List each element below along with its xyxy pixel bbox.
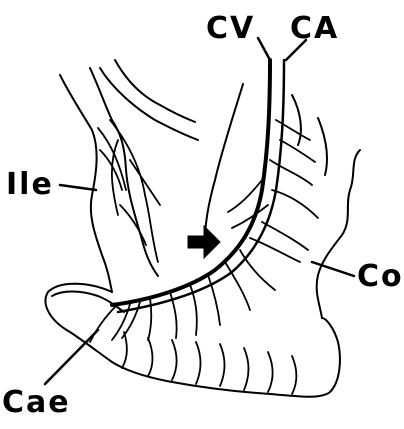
ileum-outline-outer	[60, 75, 112, 292]
ileum-loop-top-2	[115, 60, 195, 122]
caecum-folds	[122, 332, 297, 394]
arrow-right-icon	[188, 226, 220, 258]
ileum	[60, 60, 198, 292]
cv-leader	[258, 38, 270, 60]
label-cv: CV	[206, 14, 255, 44]
label-ile: Ile	[6, 170, 54, 200]
colic-vein	[112, 60, 270, 305]
cae-leader	[45, 330, 98, 384]
colic-vessels	[90, 60, 318, 342]
label-cae: Cae	[2, 388, 71, 418]
colon-left-wall	[205, 84, 243, 240]
ileum-outline-inner	[90, 68, 158, 276]
colon-haustra	[292, 95, 327, 175]
ile-leader	[60, 185, 96, 190]
label-ca: CA	[290, 14, 339, 44]
label-co: Co	[357, 262, 404, 292]
colon-right-wall	[317, 150, 360, 318]
ileum-loop-top	[100, 68, 198, 140]
